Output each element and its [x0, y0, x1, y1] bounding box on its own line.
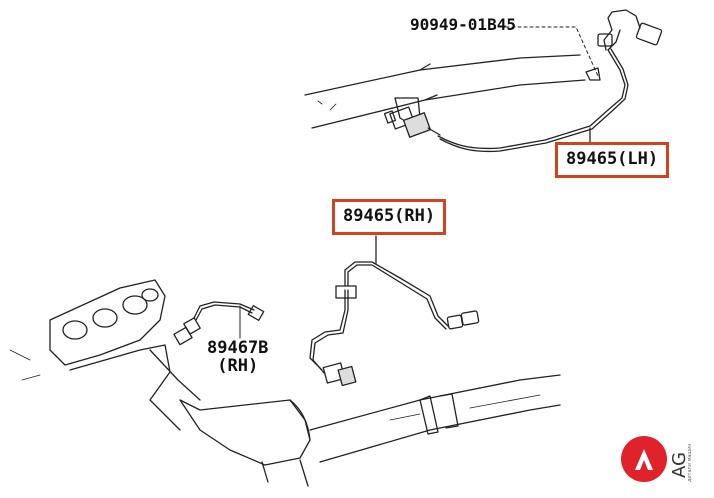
exhaust-manifold: [9, 279, 311, 466]
part-label-89467b-number: 89467B: [207, 338, 269, 358]
lower-exhaust-pipe: [261, 374, 561, 487]
sensor-89467b: [173, 301, 265, 346]
logo-tagline: детали машин: [687, 443, 693, 482]
part-label-lh-highlighted: 89465(LH): [555, 142, 670, 178]
part-label-89467b-side: (RH): [217, 356, 259, 376]
brand-logo: AG детали машин: [619, 434, 709, 490]
part-label-90949: 90949-01B45: [410, 15, 516, 34]
part-label-rh-highlighted: 89465(RH): [332, 199, 447, 235]
leader-90949: [499, 26, 599, 77]
upper-exhaust-pipe: [304, 54, 586, 129]
part-label-89467b: 89467B (RH): [207, 339, 268, 375]
lh-sensor-body: [383, 106, 441, 138]
logo-lambda-icon: [635, 449, 653, 470]
rh-sensor: [309, 235, 480, 387]
